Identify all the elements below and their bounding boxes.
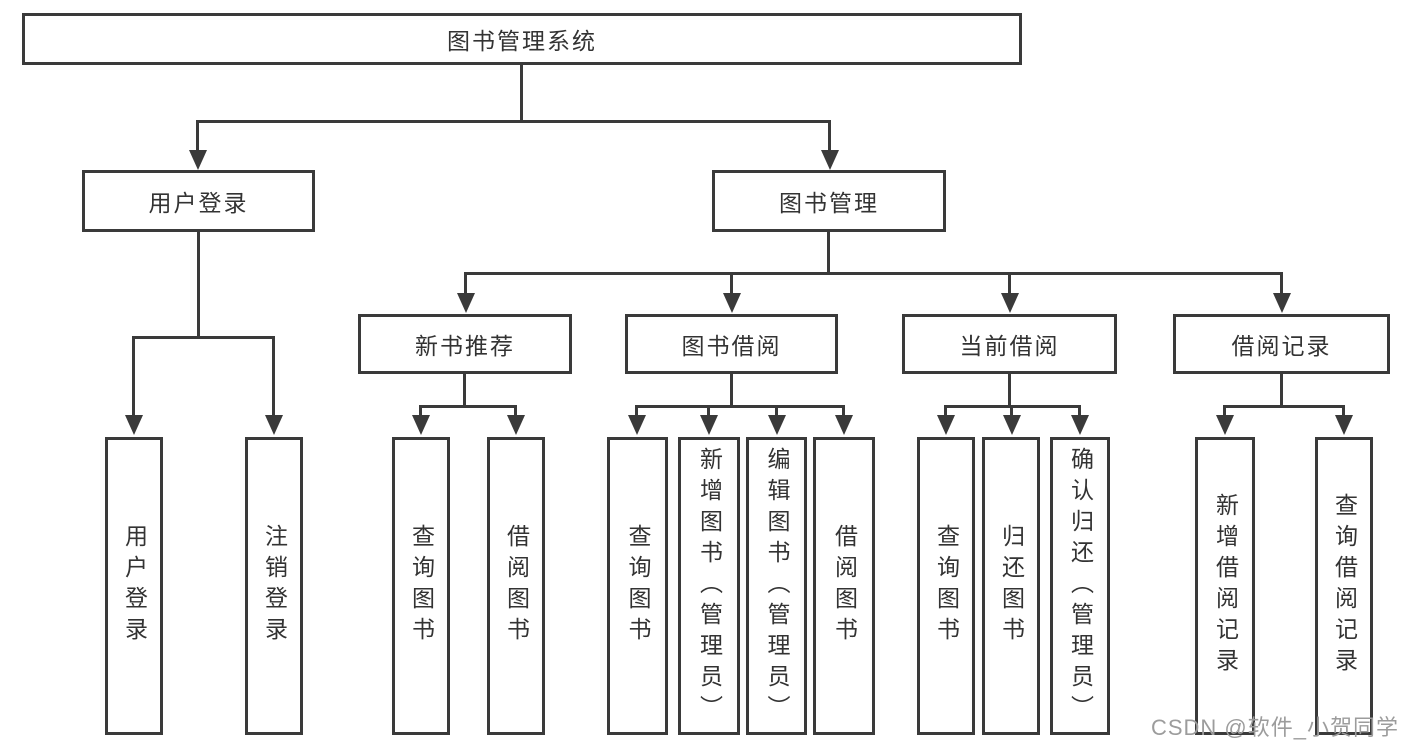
leaf-query-books-current: 查询图书 xyxy=(917,437,975,735)
connector-line xyxy=(635,405,638,419)
arrowhead xyxy=(1003,415,1021,435)
leaf-query-borrow-record-label: 查询借阅记录 xyxy=(1331,493,1358,679)
connector-line xyxy=(707,405,710,419)
node-root: 图书管理系统 xyxy=(22,13,1022,65)
leaf-confirm-return-admin-label: 确认归还（管理员） xyxy=(1067,446,1094,726)
connector-line xyxy=(1008,272,1011,296)
arrowhead xyxy=(1216,415,1234,435)
arrowhead xyxy=(1273,293,1291,313)
node-new-book-recommend: 新书推荐 xyxy=(358,314,572,374)
leaf-borrow-books-recommend: 借阅图书 xyxy=(487,437,545,735)
arrowhead xyxy=(768,415,786,435)
leaf-add-books-admin-label: 新增图书（管理员） xyxy=(696,446,723,726)
node-book-borrow: 图书借阅 xyxy=(625,314,838,374)
connector-line xyxy=(463,374,466,406)
arrowhead xyxy=(1071,415,1089,435)
arrowhead xyxy=(723,293,741,313)
leaf-query-borrow-record: 查询借阅记录 xyxy=(1315,437,1373,735)
connector-line xyxy=(1010,405,1013,419)
leaf-query-books-current-label: 查询图书 xyxy=(933,524,960,648)
node-user-login-label: 用户登录 xyxy=(148,190,249,216)
connector-line xyxy=(196,120,199,153)
arrowhead xyxy=(189,150,207,170)
connector-line xyxy=(842,405,845,419)
node-new-book-recommend-label: 新书推荐 xyxy=(415,333,515,359)
connector-line xyxy=(520,63,523,121)
leaf-user-login-label: 用户登录 xyxy=(121,524,148,648)
arrowhead xyxy=(628,415,646,435)
leaf-edit-books-admin: 编辑图书（管理员） xyxy=(746,437,807,735)
connector-line xyxy=(1280,374,1283,406)
leaf-borrow-books-label: 借阅图书 xyxy=(831,524,858,648)
node-book-borrow-label: 图书借阅 xyxy=(681,333,782,359)
connector-line xyxy=(132,336,275,339)
node-current-borrow-label: 当前借阅 xyxy=(959,333,1060,359)
arrowhead xyxy=(125,415,143,435)
connector-line xyxy=(464,272,467,296)
leaf-logout: 注销登录 xyxy=(245,437,303,735)
connector-line xyxy=(514,405,517,419)
connector-line xyxy=(272,336,275,418)
leaf-borrow-books-recommend-label: 借阅图书 xyxy=(503,524,530,648)
node-root-label: 图书管理系统 xyxy=(447,28,597,54)
connector-line xyxy=(730,272,733,296)
node-user-login: 用户登录 xyxy=(82,170,315,232)
connector-line xyxy=(635,405,845,408)
arrowhead xyxy=(1001,293,1019,313)
arrowhead xyxy=(507,415,525,435)
leaf-user-login: 用户登录 xyxy=(105,437,163,735)
connector-line xyxy=(1280,272,1283,296)
connector-line xyxy=(827,232,830,272)
arrowhead xyxy=(457,293,475,313)
arrowhead xyxy=(1335,415,1353,435)
connector-line xyxy=(132,336,135,418)
leaf-add-borrow-record-label: 新增借阅记录 xyxy=(1212,493,1239,679)
node-book-management: 图书管理 xyxy=(712,170,946,232)
arrowhead xyxy=(937,415,955,435)
connector-line xyxy=(730,374,733,406)
connector-line xyxy=(197,232,200,336)
leaf-query-books-recommend: 查询图书 xyxy=(392,437,450,735)
leaf-confirm-return-admin: 确认归还（管理员） xyxy=(1050,437,1110,735)
node-book-management-label: 图书管理 xyxy=(779,190,879,216)
connector-line xyxy=(1223,405,1345,408)
arrowhead xyxy=(265,415,283,435)
arrowhead xyxy=(700,415,718,435)
connector-line xyxy=(1078,405,1081,419)
connector-line xyxy=(1342,405,1345,419)
leaf-return-books-label: 归还图书 xyxy=(998,524,1025,648)
connector-line xyxy=(464,272,1283,275)
leaf-logout-label: 注销登录 xyxy=(261,524,288,648)
leaf-borrow-books: 借阅图书 xyxy=(813,437,875,735)
connector-line xyxy=(419,405,517,408)
node-borrow-records: 借阅记录 xyxy=(1173,314,1390,374)
connector-line xyxy=(1223,405,1226,419)
connector-line xyxy=(775,405,778,419)
csdn-watermark: CSDN @软件_小贺同学 xyxy=(1150,715,1399,740)
arrowhead xyxy=(412,415,430,435)
leaf-query-books-recommend-label: 查询图书 xyxy=(408,524,435,648)
arrowhead xyxy=(835,415,853,435)
connector-line xyxy=(828,120,831,153)
leaf-return-books: 归还图书 xyxy=(982,437,1040,735)
leaf-query-books-borrow: 查询图书 xyxy=(607,437,668,735)
node-current-borrow: 当前借阅 xyxy=(902,314,1117,374)
connector-line xyxy=(419,405,422,419)
connector-line xyxy=(1008,374,1011,406)
connector-line xyxy=(196,120,831,123)
leaf-query-books-borrow-label: 查询图书 xyxy=(625,524,651,648)
arrowhead xyxy=(821,150,839,170)
leaf-add-borrow-record: 新增借阅记录 xyxy=(1195,437,1255,735)
leaf-add-books-admin: 新增图书（管理员） xyxy=(678,437,740,735)
leaf-edit-books-admin-label: 编辑图书（管理员） xyxy=(764,446,790,726)
node-borrow-records-label: 借阅记录 xyxy=(1231,333,1332,359)
connector-line xyxy=(944,405,947,419)
